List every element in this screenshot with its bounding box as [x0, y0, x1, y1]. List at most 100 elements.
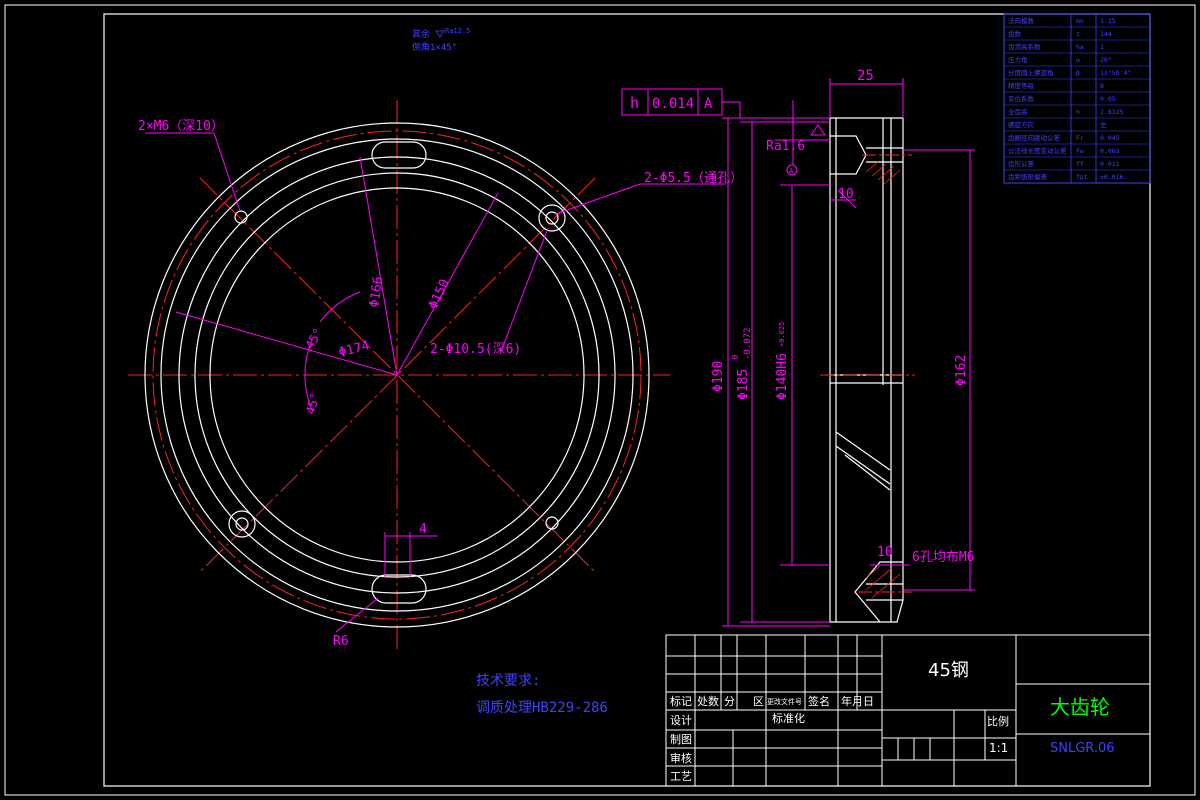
param-value: 左 [1100, 120, 1107, 129]
label-holes-note: 6孔均布M6 [912, 550, 974, 565]
label-roughness: Ra1.6 [766, 139, 805, 154]
tech-req-title: 技术要求: [476, 673, 540, 689]
param-symbol: ha [1076, 43, 1084, 51]
param-value: 2.8125 [1100, 108, 1124, 116]
center-lines [128, 100, 670, 650]
tb-scale-label: 比例 [987, 714, 1009, 728]
tb-col-sign: 签名 [808, 694, 830, 708]
param-label: 法向模数 [1008, 16, 1035, 25]
param-table: 法向模数 mn 1.25 齿数 z 144 齿顶高系数 ha 1 压力角 α 20° 分度圆上螺旋角 β 1… [1003, 13, 1151, 184]
tb-col-count: 处数 [697, 695, 719, 708]
label-width: 25 [857, 68, 874, 84]
label-roughness-rest: 其余 [412, 28, 430, 40]
param-value: 0.05 [1100, 95, 1116, 103]
side-view: A h 0.014 A 25 Ra1.6 10 10 6孔均布M6 Φ190 Φ… [621, 68, 975, 627]
hole-bottom-right [545, 516, 559, 530]
param-symbol: β [1076, 69, 1080, 77]
inner-border [103, 13, 1151, 787]
param-label: 公法线长度变动公差 [1008, 146, 1067, 155]
label-d185-tol: -0.072 [743, 327, 753, 360]
label-width-4: 4 [419, 522, 427, 537]
label-roughness-rest-val: Ra12.5 [445, 27, 470, 35]
param-value: 1 [1100, 43, 1104, 51]
tb-row-process: 工艺 [670, 770, 692, 783]
hatching [865, 161, 901, 599]
label-datum-circle: A [789, 167, 794, 175]
param-label: 分度圆上螺旋角 [1008, 68, 1054, 77]
param-symbol: ff [1076, 160, 1084, 168]
param-symbol: h [1076, 108, 1080, 116]
tb-row-std: 标准化 [772, 711, 805, 725]
hole-bottom-left-inner [235, 517, 249, 531]
tb-material: 45钢 [928, 660, 969, 681]
param-value: 1.25 [1100, 17, 1116, 25]
label-d150: Φ150 [426, 277, 453, 312]
label-d140-tol: +0.025 [778, 322, 786, 347]
tol-value: 0.014 [652, 96, 694, 112]
param-symbol: α [1076, 56, 1080, 64]
roughness-mark-icon [810, 124, 826, 136]
tb-col-mark: 标记 [670, 694, 692, 708]
param-label: 全齿高 [1008, 107, 1028, 116]
tol-symbol: h [630, 94, 639, 112]
datum-circle-icon [786, 164, 798, 176]
param-value: 0.063 [1100, 147, 1120, 155]
hole-top-right-outer [538, 204, 566, 232]
param-value: ±0.016 [1100, 173, 1124, 181]
tol-datum: A [704, 96, 713, 112]
label-through-holes: 2-Φ5.5（通孔） [644, 171, 743, 186]
label-d185: Φ185 [736, 369, 751, 400]
tb-col-zone: 分 [724, 695, 735, 708]
hole-top-right-inner [545, 211, 559, 225]
tb-row-draw: 制图 [670, 733, 692, 746]
param-value: 8 [1100, 82, 1104, 90]
label-d140: Φ140H6 [775, 353, 790, 400]
param-symbol: fpt [1076, 173, 1088, 181]
outline-circles [144, 122, 650, 628]
outer-border [4, 4, 1196, 796]
param-value: 13°59'4" [1100, 69, 1131, 77]
tech-req-line1: 调质处理HB229-286 [476, 700, 608, 716]
param-symbol: mn [1076, 17, 1084, 25]
param-label: 精度等级 [1008, 81, 1035, 90]
param-label: 齿距极限偏差 [1008, 172, 1048, 181]
label-thread-holes: 2×M6（深10） [138, 119, 224, 134]
front-dimension-lines [145, 132, 726, 633]
label-d162: Φ162 [954, 355, 969, 386]
param-label: 齿顶高系数 [1008, 42, 1041, 51]
label-angle-b: 45° [303, 391, 322, 416]
param-label: 变位系数 [1008, 94, 1035, 103]
label-chamfer: 倒角1×45° [412, 41, 457, 53]
label-d185-upper: 0 [731, 355, 741, 360]
label-d174: Φ174 [337, 338, 371, 361]
tb-col-zone2: 区 [753, 695, 764, 708]
roughness-symbol-icon [435, 30, 445, 38]
slot-top [371, 141, 427, 169]
roughness-note: 其余 Ra12.5 倒角1×45° [412, 27, 470, 53]
title-block: 标记 处数 分 区 更改文件号 签名 年月日 设计 标准化 制图 审核 工艺 4… [665, 634, 1151, 787]
param-value: 144 [1100, 30, 1112, 38]
front-view: 2×M6（深10） 2-Φ5.5（通孔） 2-Φ10.5(深6) Φ166 Φ1… [128, 100, 743, 650]
slot-bottom [371, 574, 427, 604]
param-label: 压力角 [1008, 55, 1028, 64]
param-symbol: Fr [1076, 134, 1084, 142]
label-d190: Φ190 [711, 361, 726, 392]
tb-col-date: 年月日 [841, 694, 874, 708]
label-radius: R6 [333, 634, 349, 649]
param-value: 0.011 [1100, 160, 1120, 168]
label-d166: Φ166 [367, 275, 386, 308]
label-depth-bottom: 10 [877, 545, 893, 560]
param-label: 齿数 [1008, 29, 1022, 38]
label-angle-a: 45° [302, 326, 325, 352]
tb-row-check: 审核 [670, 751, 692, 765]
label-depth-top: 10 [838, 187, 854, 202]
tolerance-frame [621, 88, 723, 116]
tb-scale: 1:1 [989, 741, 1008, 755]
param-label: 齿形公差 [1008, 159, 1035, 168]
tb-drawing-no: SNLGR.06 [1050, 741, 1115, 756]
param-symbol: z [1076, 30, 1080, 38]
param-value: 20° [1100, 56, 1112, 64]
param-value: 0.045 [1100, 134, 1120, 142]
tb-col-doc: 更改文件号 [767, 697, 802, 706]
